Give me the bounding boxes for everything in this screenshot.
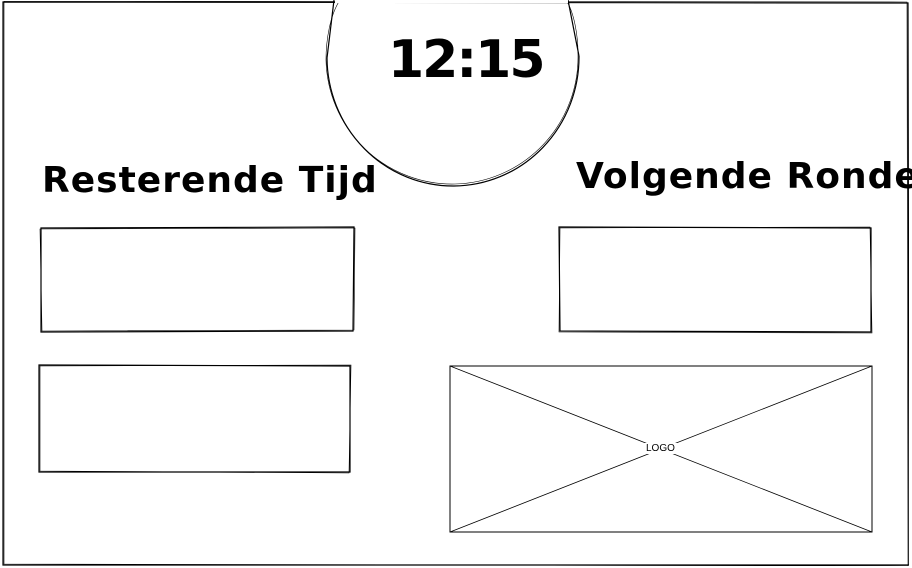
next-round-label: Volgende Ronde xyxy=(576,156,912,197)
next-round-box xyxy=(558,226,873,334)
clock-time: 12:15 xyxy=(388,30,546,90)
remaining-time-box xyxy=(39,226,356,333)
remaining-time-label: Resterende Tijd xyxy=(42,160,378,201)
logo-label: LOGO xyxy=(644,443,677,454)
secondary-info-box xyxy=(38,364,352,474)
clock-circle xyxy=(320,0,584,187)
